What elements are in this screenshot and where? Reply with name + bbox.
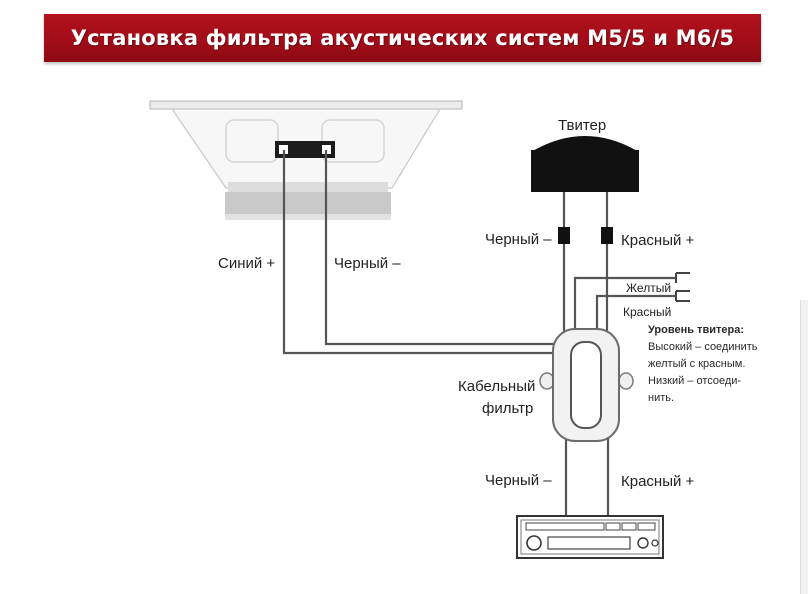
note-line: Высокий – соединить: [648, 341, 758, 353]
cable-filter-icon: [539, 328, 634, 442]
cable-filter-label-line1: Кабельный: [458, 378, 536, 395]
tweeter-level-note: Уровень твитера: Высокий – соединить жел…: [648, 322, 763, 407]
woofer-black-minus-label: Черный –: [334, 255, 401, 272]
page-edge-strip: [800, 300, 808, 594]
cable-filter-label-line2: фильтр: [482, 400, 534, 417]
note-title: Уровень твитера:: [648, 324, 744, 336]
yellow-wire-label: Желтый: [626, 281, 672, 295]
tweeter-icon: [531, 136, 639, 192]
wire-connectors: [558, 227, 690, 302]
red-wire-label: Красный: [623, 305, 672, 319]
note-line: желтый с красным.: [648, 358, 746, 370]
note-line: нить.: [648, 392, 675, 404]
wires: [282, 150, 676, 516]
title-bar: Установка фильтра акустических систем М5…: [44, 14, 761, 62]
tweeter-black-minus-label: Черный –: [485, 231, 552, 248]
head-unit-icon: [516, 515, 664, 559]
head-red-plus-label: Красный +: [621, 473, 695, 490]
speaker-icon: [149, 100, 463, 220]
woofer-blue-plus-label: Синий +: [218, 255, 276, 272]
tweeter-red-plus-label: Красный +: [621, 232, 695, 249]
head-black-minus-label: Черный –: [485, 472, 552, 489]
page-title: Установка фильтра акустических систем М5…: [70, 26, 735, 50]
note-line: Низкий – отсоеди-: [648, 375, 742, 387]
tweeter-label: Твитер: [558, 117, 607, 134]
